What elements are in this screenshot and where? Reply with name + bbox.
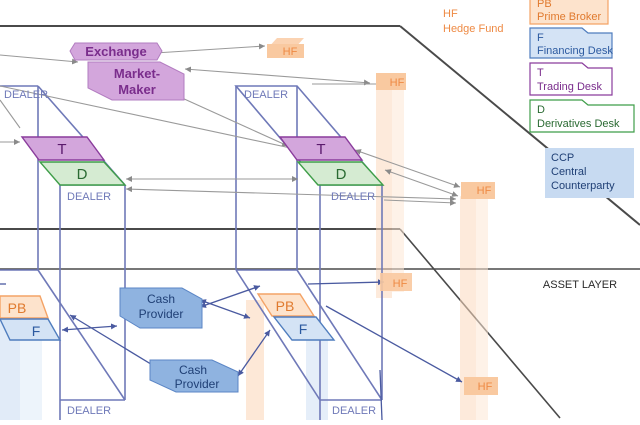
hf-box-middle[interactable]: HF [376, 73, 406, 90]
market-maker-node[interactable]: Market- Maker [87, 61, 185, 101]
exchange-label: Exchange [85, 44, 146, 59]
legend: HF Hedge Fund PB Prime Broker F Financin… [443, 0, 635, 198]
dealer-label-bottom-middle: DEALER [332, 405, 376, 417]
middle-prime-broker[interactable]: PB [256, 293, 316, 317]
exchange-node[interactable]: Exchange [69, 42, 163, 61]
cash-provider-bottom[interactable]: Cash Provider [149, 359, 239, 393]
legend-pb-label: Prime Broker [537, 11, 602, 23]
dealer-label-top-middle: DEALER [244, 89, 288, 101]
hf-column-middle [376, 76, 404, 298]
market-maker-label-2: Maker [118, 82, 156, 97]
left-f-label: F [32, 323, 41, 339]
market-maker-label-1: Market- [114, 66, 160, 81]
hf-box-asset-label: HF [393, 278, 408, 290]
legend-hf: HF Hedge Fund [443, 8, 504, 35]
legend-ccp-label1: Central [551, 166, 586, 178]
dealer-label-left: DEALER [67, 191, 111, 203]
left-pb-label: PB [8, 300, 27, 316]
hf-box-top-label: HF [283, 46, 298, 58]
left-trading-label: T [57, 141, 66, 158]
cash-provider-bottom-2: Provider [175, 377, 220, 391]
middle-pb-label: PB [276, 298, 295, 314]
cash-provider-top-2: Provider [139, 307, 184, 321]
cash-provider-top-1: Cash [147, 292, 175, 306]
legend-t-code: T [537, 67, 544, 79]
middle-trading-label: T [316, 141, 325, 158]
legend-t: T Trading Desk [529, 62, 613, 96]
left-derivatives-label: D [77, 166, 88, 183]
middle-f-label: F [299, 321, 308, 337]
legend-pb-code: PB [537, 0, 552, 10]
middle-derivatives-label: D [336, 166, 347, 183]
upper-arrows [0, 43, 461, 206]
dealer-label-bottom-left: DEALER [67, 405, 111, 417]
middle-derivatives-desk[interactable]: D [296, 161, 385, 186]
dealer-label-top-left: DEALER [4, 89, 48, 101]
hf-box-bottom-label: HF [478, 381, 493, 393]
hf-box-asset[interactable]: HF [380, 273, 412, 291]
hf-column-right [460, 185, 488, 420]
legend-ccp-code: CCP [551, 152, 574, 164]
hf-box-middle-label: HF [390, 77, 405, 89]
legend-hf-code: HF [443, 8, 458, 20]
legend-ccp-label2: Counterparty [551, 180, 615, 192]
cash-provider-bottom-1: Cash [179, 363, 207, 377]
lower-arrows [0, 279, 463, 421]
middle-financing-desk[interactable]: F [272, 316, 336, 341]
legend-f-label: Financing Desk [537, 45, 613, 57]
hf-box-right-label: HF [477, 185, 492, 197]
fin-column-lower [0, 316, 328, 420]
legend-hf-label: Hedge Fund [443, 23, 504, 35]
legend-t-label: Trading Desk [537, 81, 603, 93]
dealer-label-middle: DEALER [331, 191, 375, 203]
legend-d: D Derivatives Desk [529, 99, 635, 133]
legend-pb: PB Prime Broker [529, 0, 609, 25]
cash-provider-top[interactable]: Cash Provider [119, 287, 203, 329]
left-financing-desk[interactable]: F [0, 318, 62, 341]
legend-d-label: Derivatives Desk [537, 118, 620, 130]
left-trading-desk[interactable]: T [20, 136, 106, 161]
hf-box-bottom[interactable]: HF [464, 377, 498, 395]
hf-box-top[interactable]: HF [267, 38, 304, 58]
middle-trading-desk[interactable]: T [278, 136, 364, 161]
legend-f: F Financing Desk [529, 27, 613, 59]
left-prime-broker[interactable]: PB [0, 295, 49, 319]
legend-f-code: F [537, 32, 544, 44]
hf-box-right[interactable]: HF [461, 182, 495, 199]
left-derivatives-desk[interactable]: D [38, 161, 127, 186]
legend-d-code: D [537, 104, 545, 116]
asset-layer-label: ASSET LAYER [543, 279, 617, 291]
legend-ccp: CCP Central Counterparty [545, 148, 634, 198]
